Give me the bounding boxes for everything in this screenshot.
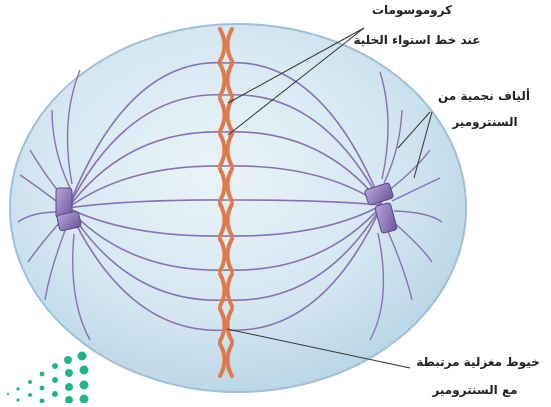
label-spindle-centromere: مع السنترومير	[415, 382, 535, 398]
label-chromosomes-equator: عند خط استواء الخلية	[342, 32, 492, 48]
ministry-logo-dots	[7, 352, 89, 404]
cell-membrane	[10, 24, 466, 392]
label-astral-fibers: ألياف نجمية من	[420, 88, 548, 104]
label-chromosomes: كروموسومات	[362, 2, 462, 18]
label-astral-centromere: السنترومير	[430, 114, 540, 130]
label-spindle-fibers: خيوط مغزلية مرتبطة	[405, 354, 551, 370]
